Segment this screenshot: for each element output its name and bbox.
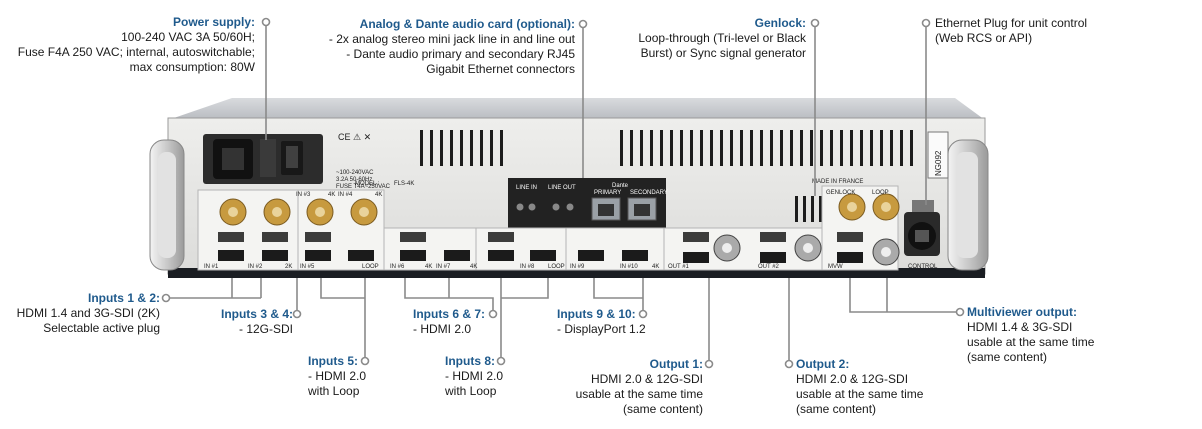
callout-audio-card: Analog & Dante audio card (optional): - … bbox=[328, 17, 575, 76]
svg-text:4K: 4K bbox=[652, 264, 659, 270]
model-value: FLS-4K bbox=[394, 181, 414, 187]
svg-text:LINE IN: LINE IN bbox=[516, 185, 537, 191]
callout-inputs-9-10: Inputs 9 & 10: - DisplayPort 1.2 bbox=[557, 307, 646, 336]
svg-text:IN #2: IN #2 bbox=[248, 264, 263, 270]
callout-multiviewer: Multiviewer output: HDMI 1.4 & 3G-SDI us… bbox=[967, 305, 1095, 364]
svg-text:LINE OUT: LINE OUT bbox=[548, 185, 576, 191]
power-rating-3: FUSE T4A~250VAC bbox=[336, 184, 391, 190]
power-rating-1: ~100-240VAC bbox=[336, 170, 374, 176]
serial-number: NG092 bbox=[934, 150, 943, 176]
control-label: CONTROL bbox=[908, 264, 938, 270]
callout-input-8: Inputs 8: - HDMI 2.0 with Loop bbox=[445, 354, 504, 398]
made-in-label: MADE IN FRANCE bbox=[812, 179, 863, 185]
callout-output-1: Output 1: HDMI 2.0 & 12G-SDI usable at t… bbox=[575, 357, 703, 416]
genlock-label: GENLOCK bbox=[826, 190, 855, 196]
svg-text:4K: 4K bbox=[470, 264, 477, 270]
callout-input-5: Inputs 5: - HDMI 2.0 with Loop bbox=[308, 354, 367, 398]
svg-text:4K: 4K bbox=[375, 192, 382, 198]
svg-text:OUT #2: OUT #2 bbox=[758, 264, 780, 270]
callout-inputs-6-7: Inputs 6 & 7: - HDMI 2.0 bbox=[413, 307, 486, 336]
callout-ethernet: Ethernet Plug for unit control (Web RCS … bbox=[935, 16, 1088, 45]
svg-text:OUT #1: OUT #1 bbox=[668, 264, 690, 270]
svg-text:IN #5: IN #5 bbox=[300, 264, 315, 270]
svg-text:MVW: MVW bbox=[828, 264, 843, 270]
svg-text:PRIMARY: PRIMARY bbox=[594, 190, 621, 196]
leader-lines bbox=[161, 17, 965, 369]
svg-text:2K: 2K bbox=[285, 264, 292, 270]
svg-text:4K: 4K bbox=[328, 192, 335, 198]
svg-text:IN #6: IN #6 bbox=[390, 264, 405, 270]
bnc-connectors bbox=[219, 193, 900, 266]
callout-output-2: Output 2: HDMI 2.0 & 12G-SDI usable at t… bbox=[796, 357, 924, 416]
callout-inputs-3-4: Inputs 3 & 4: - 12G-SDI bbox=[220, 307, 293, 336]
svg-text:IN #9: IN #9 bbox=[570, 264, 585, 270]
callout-inputs-1-2: Inputs 1 & 2: HDMI 1.4 and 3G-SDI (2K) S… bbox=[16, 291, 160, 335]
svg-text:Dante: Dante bbox=[612, 183, 629, 189]
hdmi-ports bbox=[218, 232, 863, 263]
svg-text:IN #3: IN #3 bbox=[296, 192, 311, 198]
svg-text:LOOP: LOOP bbox=[548, 264, 565, 270]
svg-text:SECONDARY: SECONDARY bbox=[630, 190, 668, 196]
model-label: MODEL : bbox=[355, 181, 380, 187]
svg-text:IN #10: IN #10 bbox=[620, 264, 638, 270]
svg-text:IN #4: IN #4 bbox=[338, 192, 353, 198]
svg-text:CE ⚠ ✕: CE ⚠ ✕ bbox=[338, 132, 371, 142]
svg-text:LOOP: LOOP bbox=[362, 264, 379, 270]
svg-text:IN #8: IN #8 bbox=[520, 264, 535, 270]
vents bbox=[420, 130, 913, 222]
svg-text:4K: 4K bbox=[425, 264, 432, 270]
power-rating-2: 3.2A 50-60Hz bbox=[336, 177, 372, 183]
callout-genlock: Genlock: Loop-through (Tri-level or Blac… bbox=[638, 16, 806, 60]
svg-text:IN #7: IN #7 bbox=[436, 264, 451, 270]
svg-text:IN #1: IN #1 bbox=[204, 264, 219, 270]
loop-label: LOOP bbox=[872, 190, 889, 196]
callout-power-supply: Power supply: 100-240 VAC 3A 50/60H; Fus… bbox=[17, 15, 255, 74]
chassis-top bbox=[168, 98, 985, 120]
audio-card: LINE IN LINE OUT Dante PRIMARY SECONDARY bbox=[508, 178, 668, 228]
